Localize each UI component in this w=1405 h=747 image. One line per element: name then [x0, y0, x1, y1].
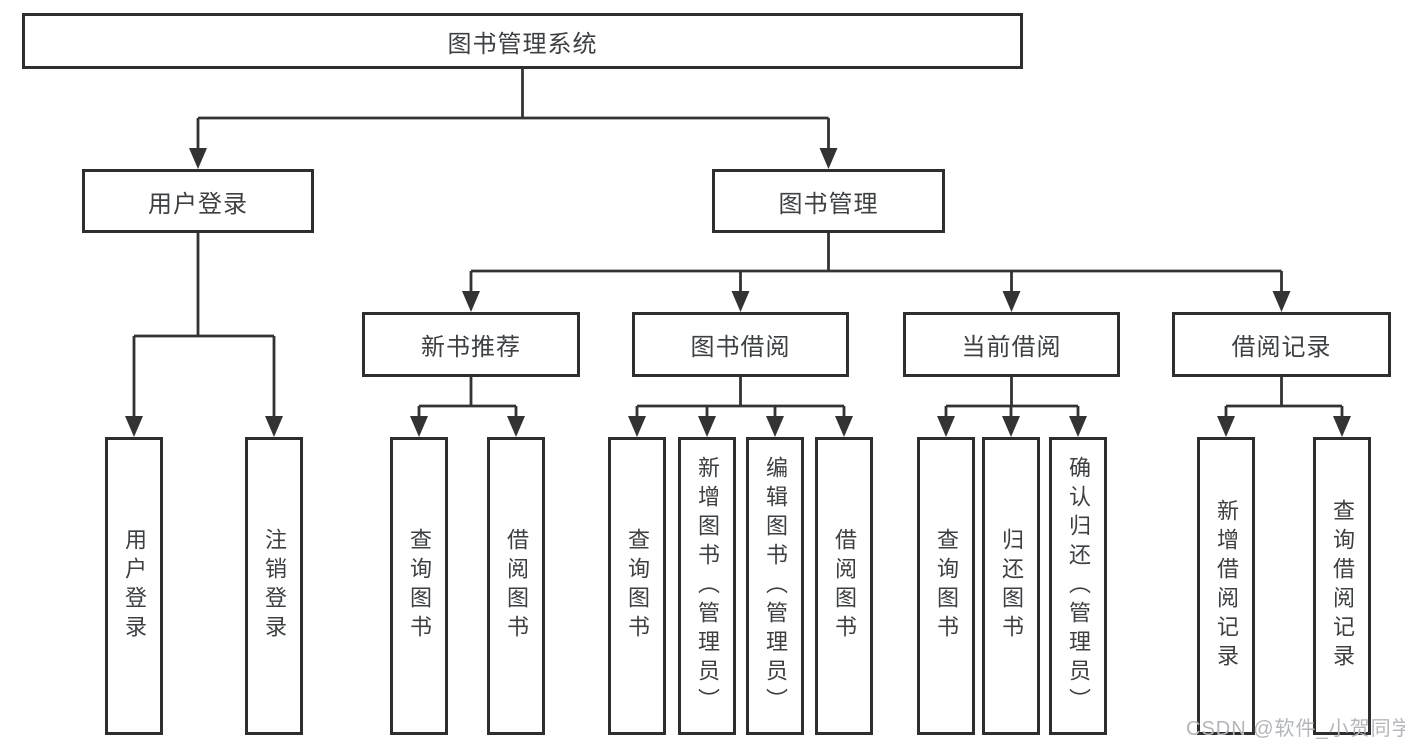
node-label: 归还图书	[999, 528, 1024, 644]
leaf-query-books-current: 查询图书	[917, 437, 975, 735]
arrowhead-icon	[628, 416, 646, 437]
node-label: 新增图书（管理员）	[695, 455, 720, 717]
node-borrow-records: 借阅记录	[1172, 312, 1391, 377]
connector-user-login	[132, 233, 276, 418]
node-label: 查询图书	[625, 528, 650, 644]
leaf-query-books-recommend: 查询图书	[390, 437, 448, 735]
arrowhead-icon	[507, 416, 525, 437]
arrowhead-icon	[766, 416, 784, 437]
arrowhead-icon	[1002, 291, 1021, 312]
arrowhead-icon	[189, 148, 207, 169]
arrowhead-icon	[125, 416, 143, 437]
node-label: 图书管理	[778, 190, 879, 218]
arrowhead-icon	[462, 291, 480, 312]
csdn-watermark: CSDN @软件_小贺同学	[1186, 718, 1405, 740]
node-label: 当前借阅	[961, 334, 1062, 361]
node-label: 借阅记录	[1231, 334, 1332, 361]
arrowhead-icon	[835, 416, 853, 437]
arrowhead-icon	[1069, 416, 1087, 437]
connector-current-borrow	[944, 377, 1080, 418]
node-label: 用户登录	[122, 528, 147, 644]
leaf-add-borrow-record: 新增借阅记录	[1197, 437, 1255, 735]
arrowhead-icon	[819, 148, 838, 169]
node-label: 编辑图书（管理员）	[763, 455, 788, 717]
node-label: 图书借阅	[690, 334, 791, 361]
connector-root	[196, 69, 830, 150]
node-label: 图书管理系统	[447, 30, 598, 58]
connector-borrow-records	[1224, 377, 1344, 418]
connector-book-borrow	[635, 377, 846, 418]
leaf-user-login: 用户登录	[105, 437, 163, 735]
node-label: 借阅图书	[504, 528, 529, 644]
leaf-edit-book-admin: 编辑图书（管理员）	[746, 437, 804, 735]
arrowhead-icon	[731, 291, 750, 312]
arrowhead-icon	[1217, 416, 1235, 437]
arrowhead-icon	[937, 416, 955, 437]
node-label: 新增借阅记录	[1214, 499, 1239, 673]
node-label: 新书推荐	[421, 334, 521, 361]
connector-new-book-recommend	[417, 377, 518, 418]
arrowhead-icon	[1272, 291, 1291, 312]
node-label: 用户登录	[148, 190, 248, 218]
node-label: 查询图书	[934, 528, 959, 644]
node-label: 借阅图书	[832, 528, 857, 644]
leaf-query-books-borrow: 查询图书	[608, 437, 666, 735]
arrowhead-icon	[1002, 416, 1020, 437]
node-new-book-recommend: 新书推荐	[362, 312, 580, 377]
node-label: 查询图书	[407, 528, 432, 644]
arrowhead-icon	[1333, 416, 1351, 437]
arrowhead-icon	[698, 416, 716, 437]
arrowhead-icon	[265, 416, 283, 437]
node-user-login: 用户登录	[82, 169, 314, 233]
leaf-add-book-admin: 新增图书（管理员）	[678, 437, 736, 735]
leaf-query-borrow-record: 查询借阅记录	[1313, 437, 1371, 735]
node-book-borrow: 图书借阅	[632, 312, 849, 377]
node-current-borrow: 当前借阅	[903, 312, 1120, 377]
node-label: 确认归还（管理员）	[1066, 455, 1091, 717]
leaf-confirm-return-admin: 确认归还（管理员）	[1049, 437, 1107, 735]
leaf-return-books: 归还图书	[982, 437, 1040, 735]
leaf-borrow-books-recommend: 借阅图书	[487, 437, 545, 735]
node-book-management: 图书管理	[712, 169, 945, 233]
connector-book-management	[469, 233, 1283, 293]
leaf-borrow-books: 借阅图书	[815, 437, 873, 735]
node-label: 查询借阅记录	[1330, 499, 1355, 673]
leaf-logout: 注销登录	[245, 437, 303, 735]
node-root-library-system: 图书管理系统	[22, 13, 1023, 69]
arrowhead-icon	[410, 416, 428, 437]
node-label: 注销登录	[262, 528, 287, 644]
